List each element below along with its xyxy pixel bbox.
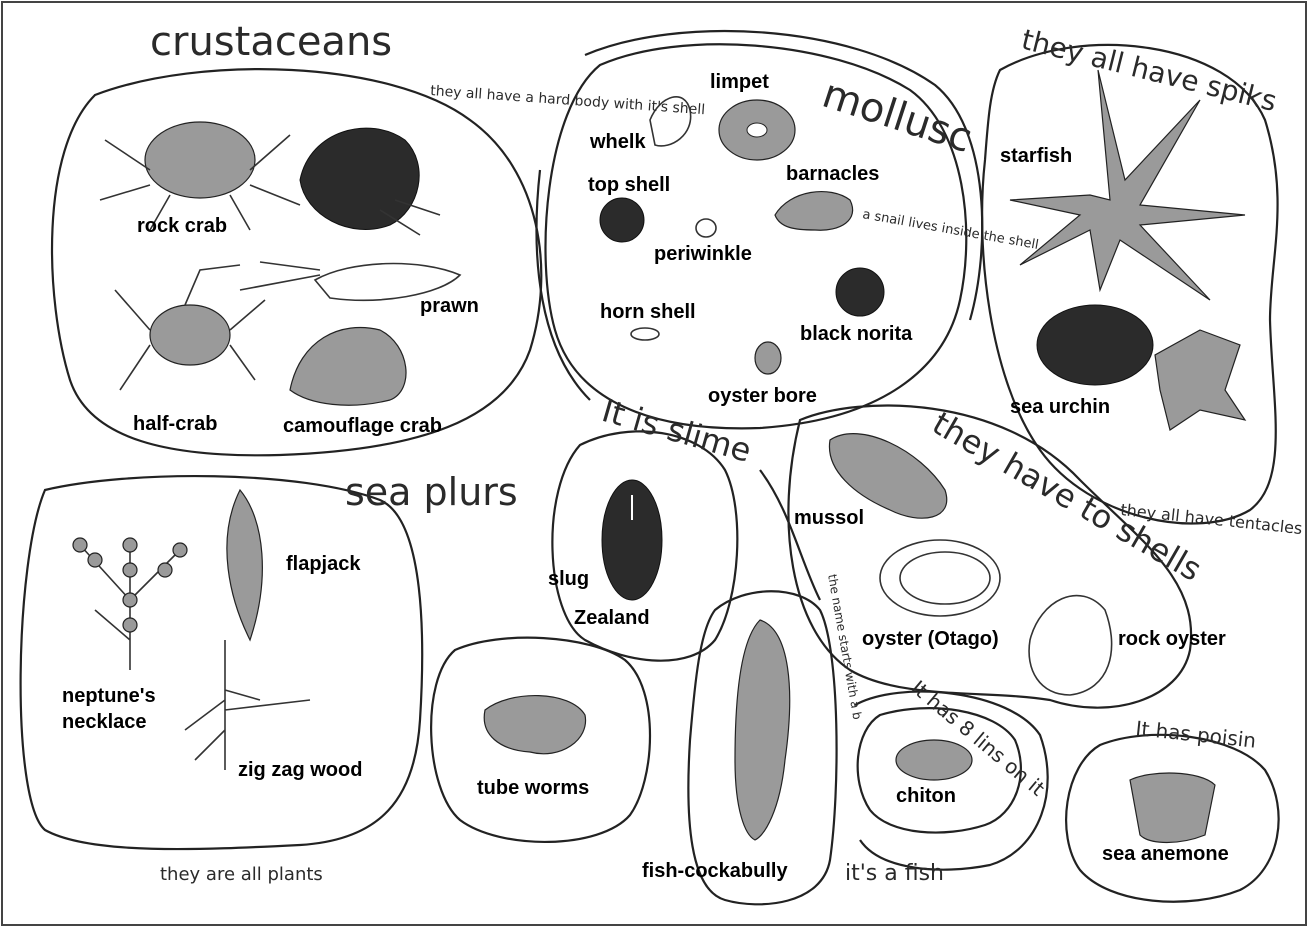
label-starfish: starfish [1000, 145, 1072, 167]
label-sea-urchin: sea urchin [1010, 396, 1110, 418]
label-chiton: chiton [896, 785, 956, 807]
black-norita-drawing [836, 268, 884, 316]
label-zealand: Zealand [574, 607, 650, 629]
label-oyster-bore: oyster bore [708, 385, 817, 407]
fish-note: it's a fish [845, 861, 944, 886]
label-prawn: prawn [420, 295, 479, 317]
label-flapjack: flapjack [286, 553, 361, 575]
oyster-bore-drawing [755, 342, 781, 374]
label-sea-anemone: sea anemone [1102, 843, 1229, 865]
label-barnacles: barnacles [786, 163, 879, 185]
plants-note: they are all plants [160, 864, 323, 885]
label-zig-zag-wood: zig zag wood [238, 759, 362, 781]
label-rock-oyster: rock oyster [1118, 628, 1226, 650]
label-black-norita: black norita [800, 323, 913, 345]
top-shell-drawing [600, 198, 644, 242]
label-rock-crab: rock crab [137, 215, 227, 237]
label-slug: slug [548, 568, 589, 590]
label-tube-worms: tube worms [477, 777, 589, 799]
label-horn-shell: horn shell [600, 301, 696, 323]
label-fish-cockabully: fish-cockabully [642, 860, 788, 882]
label-camouflage-crab: camouflage crab [283, 415, 442, 437]
label-top-shell: top shell [588, 174, 670, 196]
label-mussol: mussol [794, 507, 864, 529]
slug-drawing [602, 480, 662, 600]
crustaceans-heading: crustaceans [150, 19, 392, 65]
plants-heading: sea plurs [345, 470, 518, 514]
label-periwinkle: periwinkle [654, 243, 752, 265]
label-neptunes: neptune's [62, 685, 156, 707]
label-half-crab: half-crab [133, 413, 217, 435]
label-whelk: whelk [589, 131, 646, 153]
chiton-drawing [896, 740, 972, 780]
label-limpet: limpet [710, 71, 769, 93]
label-necklace: necklace [62, 711, 147, 733]
sea-urchin-drawing [1037, 305, 1153, 385]
label-oyster-otago: oyster (Otago) [862, 628, 999, 650]
anemone-drawing [1130, 773, 1215, 842]
limpet-drawing [719, 100, 795, 160]
